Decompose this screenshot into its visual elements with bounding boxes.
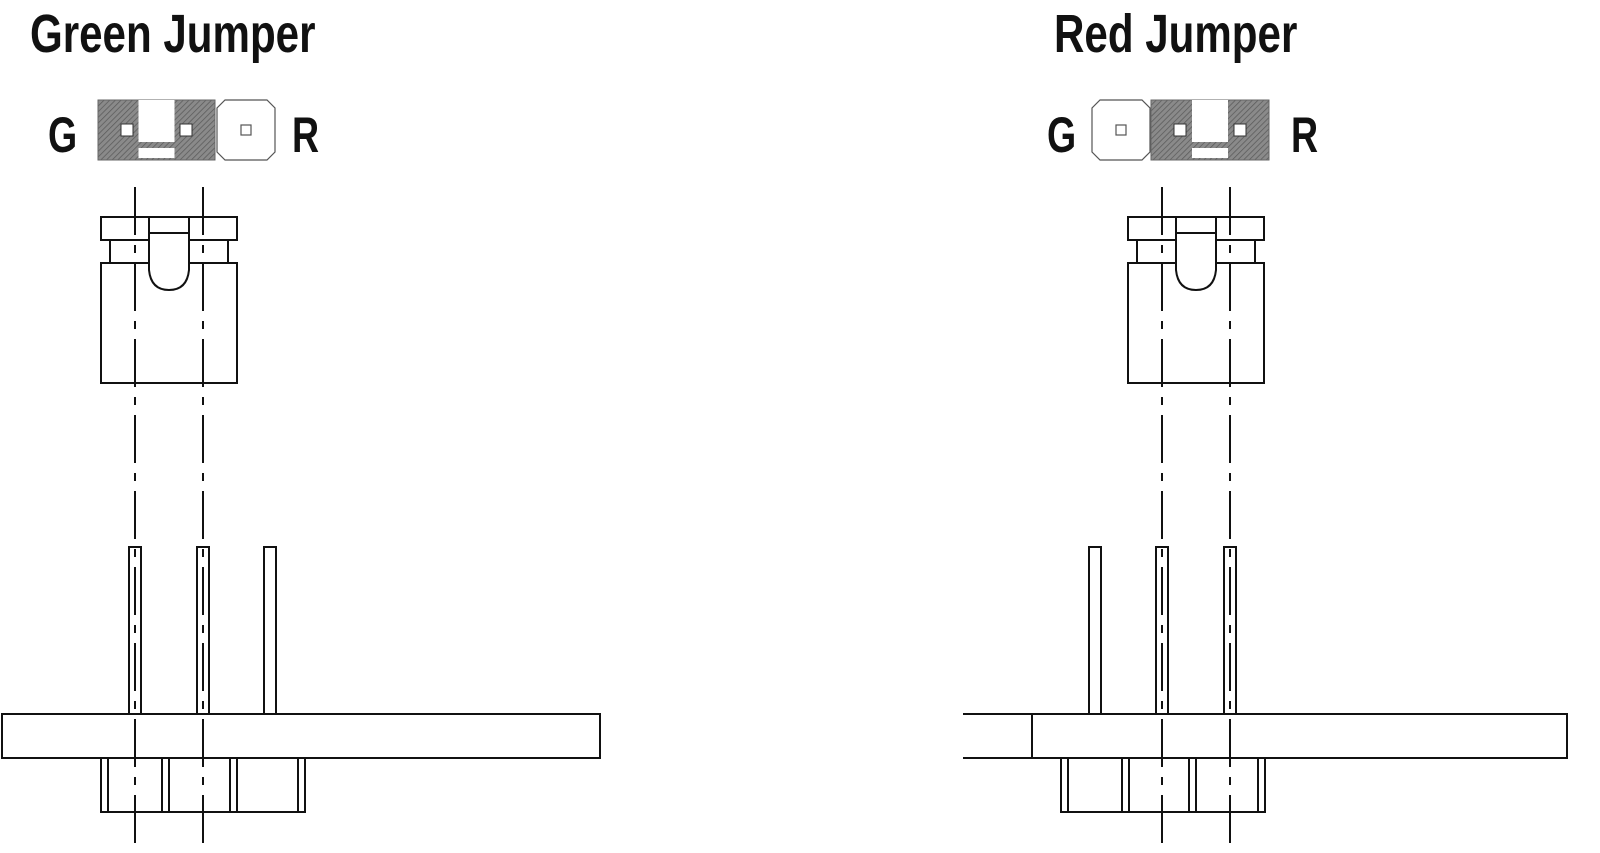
red-jumper-title: Red Jumper xyxy=(1054,4,1297,64)
jumper-pin-square xyxy=(120,123,134,137)
green-r-label: R xyxy=(292,108,319,163)
jumper-slot xyxy=(1192,100,1228,142)
jumper-pin-square xyxy=(1233,123,1247,137)
jumper-pin-square xyxy=(179,123,193,137)
jumper-latch xyxy=(1175,216,1217,292)
header-pin xyxy=(1088,546,1102,715)
red-r-label: R xyxy=(1291,108,1318,163)
header-pin xyxy=(263,546,277,715)
jumper-pin-square xyxy=(1173,123,1187,137)
jumper-slot-bar xyxy=(1192,148,1228,158)
jumper-slot xyxy=(138,100,175,142)
red-g-label: G xyxy=(1047,108,1076,163)
circuit-board xyxy=(1,713,601,759)
pin-square-icon xyxy=(240,124,252,136)
circuit-board xyxy=(1031,713,1568,759)
jumper-latch xyxy=(148,216,190,292)
green-jumper-title: Green Jumper xyxy=(30,4,316,64)
jumper-slot-bar xyxy=(138,148,175,158)
red-jumper-drawing xyxy=(963,99,1568,853)
pin-square-icon xyxy=(1115,124,1127,136)
green-g-label: G xyxy=(48,108,77,163)
green-jumper-drawing xyxy=(1,99,601,853)
